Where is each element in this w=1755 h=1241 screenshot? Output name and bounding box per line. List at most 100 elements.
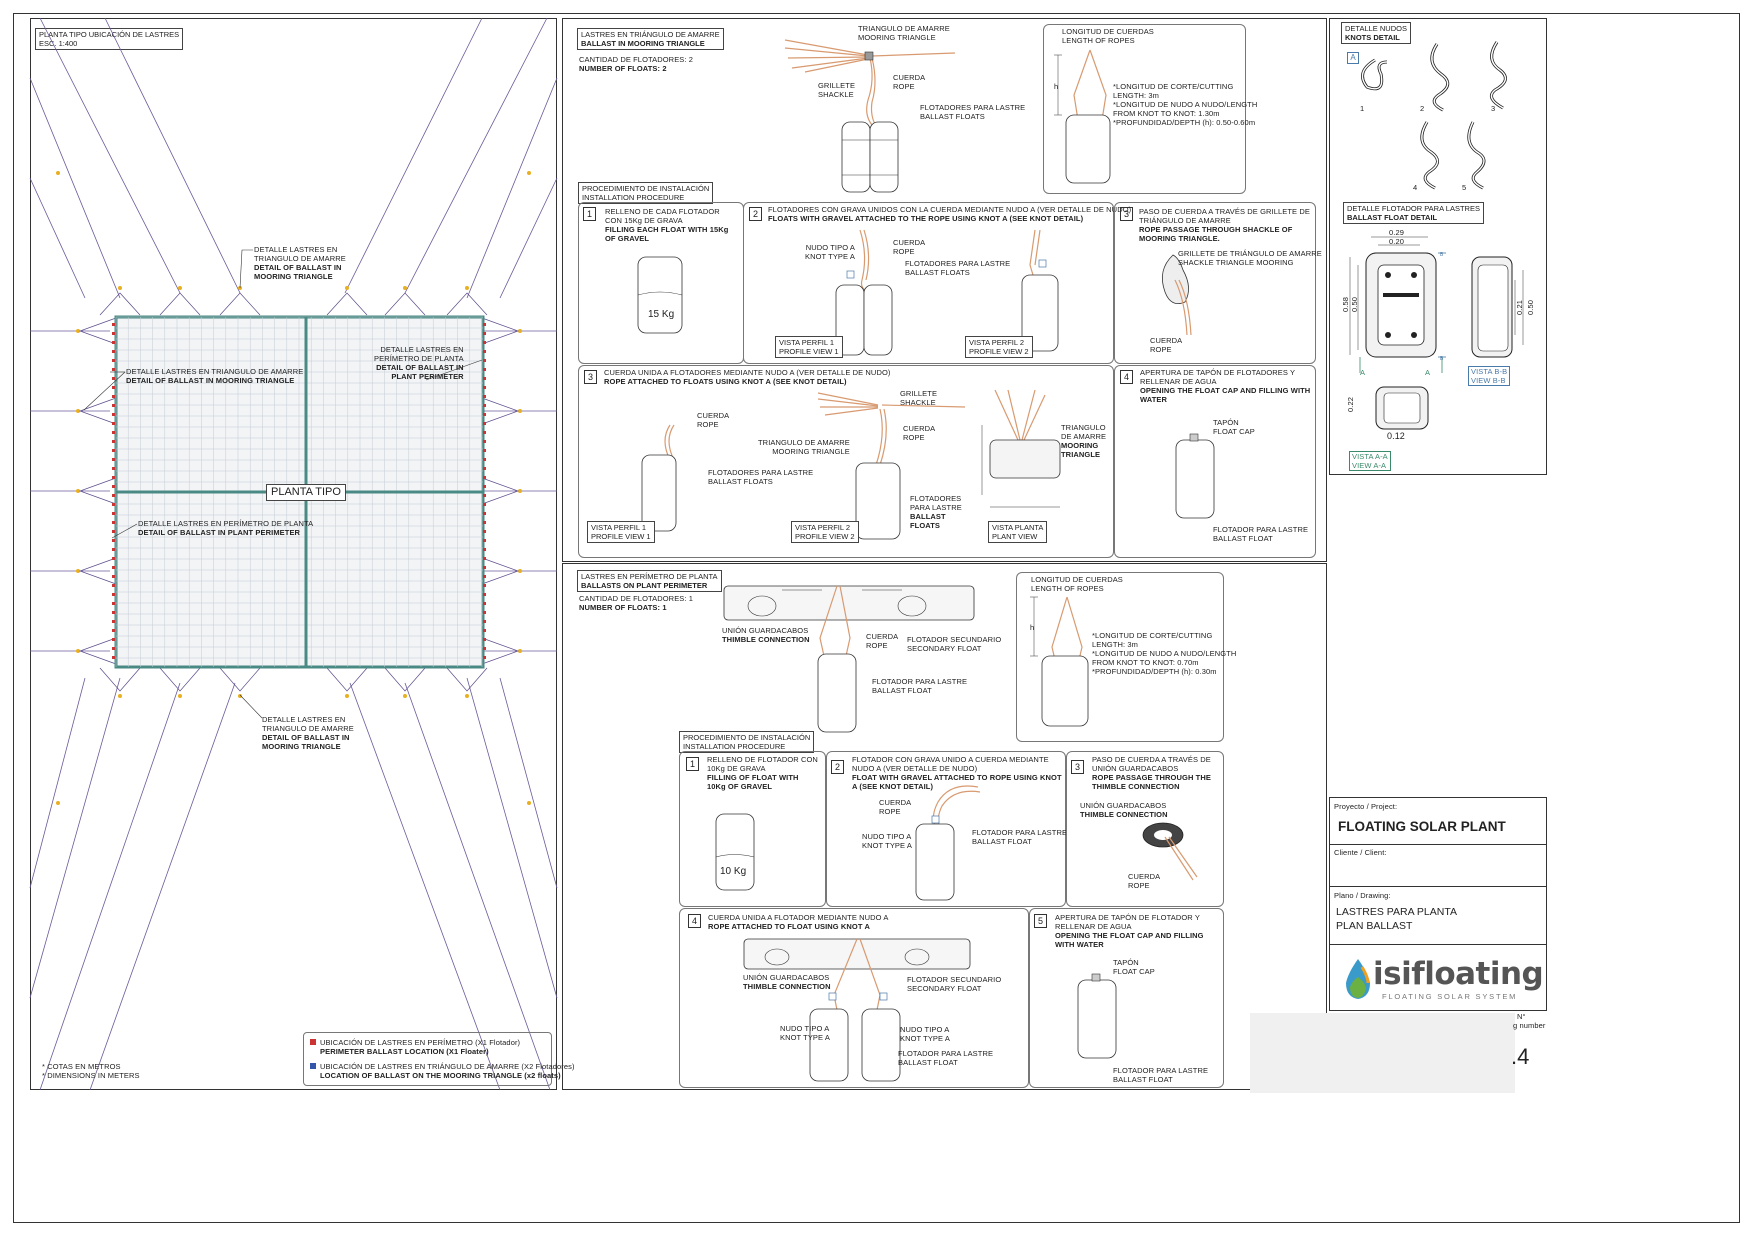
perimeter-main-sketch	[723, 585, 975, 733]
knots-sketch	[1361, 41, 1507, 190]
perimeter-ballast-mark	[112, 629, 115, 632]
perimeter-ballast-mark	[483, 503, 486, 506]
legend-perimeter-swatch	[310, 1039, 316, 1045]
tri-step3b-num: 3	[584, 370, 597, 384]
perimeter-ballast-mark	[483, 530, 486, 533]
sheet-number: .4	[1511, 1044, 1530, 1069]
project-name: FLOATING SOLAR PLANT	[1338, 819, 1506, 834]
perimeter-ballast-mark	[112, 575, 115, 578]
title-block	[1329, 797, 1547, 1011]
float-dim-h1: 0.58	[1341, 297, 1350, 312]
mooring-triangles	[78, 292, 520, 692]
perimeter-ballast-mark	[483, 575, 486, 578]
redacted-area	[1250, 1013, 1515, 1093]
tri-step3b-sketch	[641, 389, 1061, 540]
title-block-sep1	[1329, 844, 1547, 845]
perimeter-ballast-mark	[112, 458, 115, 461]
drawing-label: Plano / Drawing:	[1334, 891, 1391, 900]
plan-panel	[30, 18, 557, 1090]
perimeter-ropes-h: h	[1030, 623, 1035, 632]
knot-step-3: 3	[1491, 104, 1496, 113]
tri-step2-num: 2	[749, 207, 762, 221]
perimeter-ballast-mark	[483, 350, 486, 353]
perimeter-ballast-mark	[112, 638, 115, 641]
drawing-name-es: LASTRES PARA PLANTA	[1336, 906, 1457, 918]
perimeter-ballast-mark	[483, 359, 486, 362]
perimeter-ballast-mark	[483, 620, 486, 623]
per-step5-float	[1077, 973, 1117, 1059]
perimeter-ballast-mark	[112, 395, 115, 398]
float-dim-h2: 0.50	[1350, 297, 1359, 312]
perimeter-ballast-mark	[483, 332, 486, 335]
float-dim-w1: 0.29	[1389, 228, 1404, 237]
float-mark-a2: A	[1425, 368, 1431, 377]
perimeter-ballast-mark	[483, 449, 486, 452]
perimeter-ballast-mark	[483, 557, 486, 560]
float-mark-a1: A	[1360, 368, 1366, 377]
perimeter-ballast-mark	[483, 548, 486, 551]
perimeter-ballast-mark	[112, 530, 115, 533]
perimeter-ballast-mark	[112, 584, 115, 587]
float-dim-h3: 0.21	[1515, 300, 1524, 315]
perimeter-ballast-mark	[483, 422, 486, 425]
perimeter-ballast-mark	[112, 467, 115, 470]
perimeter-ballast-mark	[112, 602, 115, 605]
tri-step3b	[578, 365, 1114, 558]
perimeter-ballast-mark	[112, 332, 115, 335]
float-mark-b2: B	[1440, 356, 1444, 362]
sheet-no-sub: g number	[1513, 1021, 1546, 1030]
tri-step1-text: RELLENO DE CADA FLOTADOR CON 15Kg DE GRA…	[605, 207, 729, 243]
plan-title: PLANTA TIPO UBICACIÓN DE LASTRES	[39, 30, 180, 39]
perimeter-ballast-mark	[483, 404, 486, 407]
project-label: Proyecto / Project:	[1334, 802, 1398, 811]
perimeter-ballast-mark	[112, 611, 115, 614]
perimeter-ballast-mark	[483, 494, 486, 497]
tri-step1-float	[637, 256, 683, 334]
knot-step-2: 2	[1420, 104, 1425, 113]
per-step1-text: RELLENO DE FLOTADOR CON 10Kg DE GRAVA FI…	[707, 755, 818, 791]
per-step3	[1066, 751, 1224, 907]
perimeter-ballast-mark	[483, 458, 486, 461]
perimeter-ballast-mark	[112, 647, 115, 650]
perimeter-ballast-mark	[112, 548, 115, 551]
float-dim-h4: 0.50	[1526, 300, 1535, 315]
tri-step1-num: 1	[583, 207, 596, 221]
knot-step-4: 4	[1413, 183, 1418, 192]
perimeter-ballast-mark	[483, 521, 486, 524]
sheet-no-label: N°	[1517, 1012, 1526, 1021]
plan-notes: * COTAS EN METROS* DIMENSIONS IN METERS	[42, 1062, 140, 1080]
per-step3-text: PASO DE CUERDA A TRAVÉS DE UNIÓN GUARDAC…	[1092, 755, 1211, 791]
perimeter-ballast-mark	[112, 440, 115, 443]
tri-step4-float	[1175, 433, 1215, 519]
tri-step4-text: APERTURA DE TAPÓN DE FLOTADORES Y RELLEN…	[1140, 368, 1311, 404]
legend-perimeter: UBICACIÓN DE LASTRES EN PERÍMETRO (X1 Fl…	[310, 1038, 520, 1056]
